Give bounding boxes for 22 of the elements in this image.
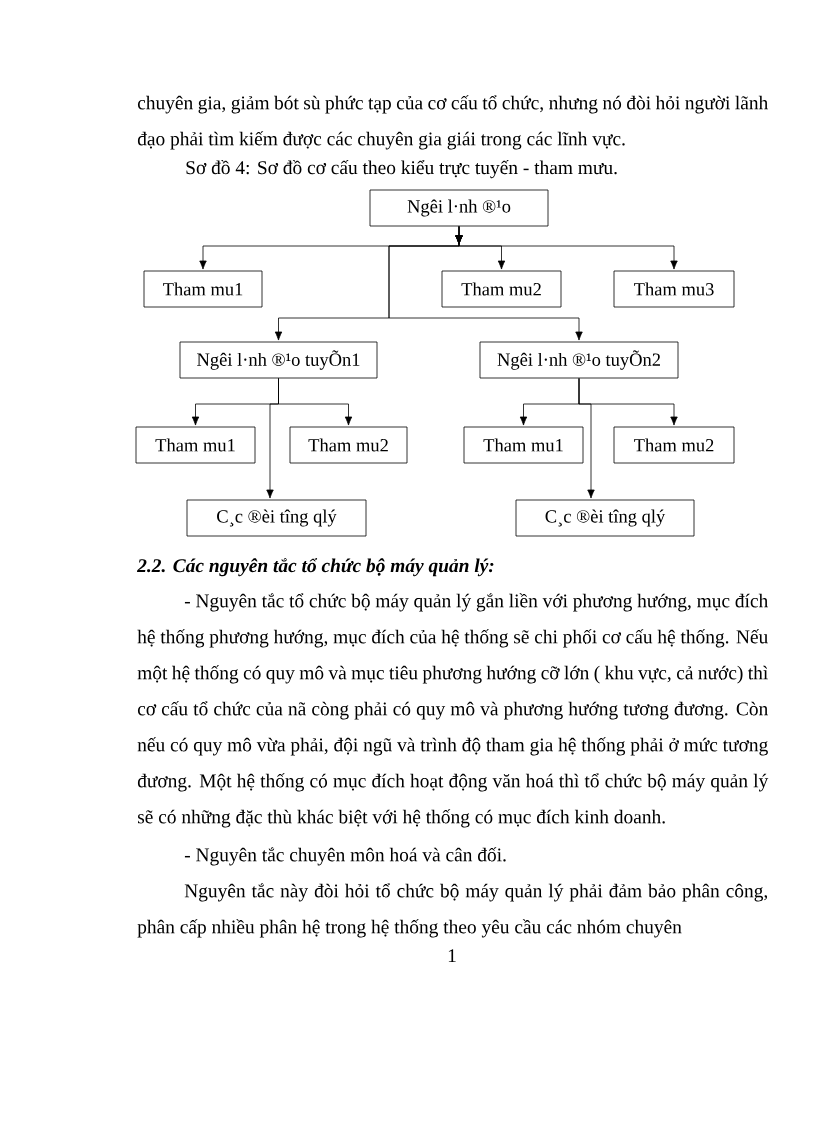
paragraph: Nguyên tắc này đòi hỏi tổ chức bộ máy quản lý phải đảm bảo phân công, phân cấp nhiều phân hệ trong hệ thống theo yêu cầu các nhóm chuyên <box>137 883 768 938</box>
org-box: C¸c ®èi tîng qlý <box>515 499 695 537</box>
paragraph: - Nguyên tắc chuyên môn hoá và cân đối. <box>184 847 506 866</box>
org-box: Tham mu3 <box>613 270 735 308</box>
paragraph: - Nguyên tắc tổ chức bộ máy quản lý gắn liền với phương hướng, mục đích hệ thống phương hướng, mục đích của hệ thống sẽ chi phối cơ cấu hệ thống. Nếu một hệ thống có quy mô và mục tiêu phương hướng cỡ lớn ( khu vực, cả nước) thì cơ cấu tổ chức của nã còng phải có quy mô và phương hướng tương đương. Còn nếu có quy mô vừa phải, đội ngũ và trình độ tham gia hệ thống phải ở mức tương đương. Một hệ thống có mục đích hoạt động văn hoá thì tổ chức bộ máy quản lý sẽ có những đặc thù khác biệt với hệ thống có mục đích kinh doanh. <box>137 593 769 828</box>
org-box: Tham mu2 <box>289 426 408 464</box>
arrow <box>388 226 583 341</box>
arrow <box>578 378 595 499</box>
org-box: Ngêi l·nh ®¹o tuyÕn2 <box>479 341 679 379</box>
arrow <box>266 378 279 499</box>
org-box: Tham mu1 <box>135 426 256 464</box>
org-box: Ngêi l·nh ®¹o <box>369 189 549 227</box>
paragraph: chuyên gia, giảm bót sù phức tạp của cơ cấu tổ chức, nhưng nó đòi hỏi người lãnh đạo phải tìm kiếm được các chuyên gia giái trong các lĩnh vực. <box>137 95 768 150</box>
org-box: Ngêi l·nh ®¹o tuyÕn1 <box>179 341 378 379</box>
diagram-title: Sơ đồ 4: Sơ đồ cơ cấu theo kiểu trực tuyến - tham mưu. <box>186 159 617 179</box>
org-box: Tham mu1 <box>463 426 584 464</box>
page-number: 1 <box>448 949 456 962</box>
org-box: Tham mu1 <box>143 270 263 308</box>
org-box: Tham mu2 <box>613 426 735 464</box>
org-box: C¸c ®èi tîng qlý <box>186 499 367 537</box>
org-box: Tham mu2 <box>441 270 562 308</box>
section-heading: 2.2. Các nguyên tắc tổ chức bộ máy quản lý: <box>136 557 494 577</box>
